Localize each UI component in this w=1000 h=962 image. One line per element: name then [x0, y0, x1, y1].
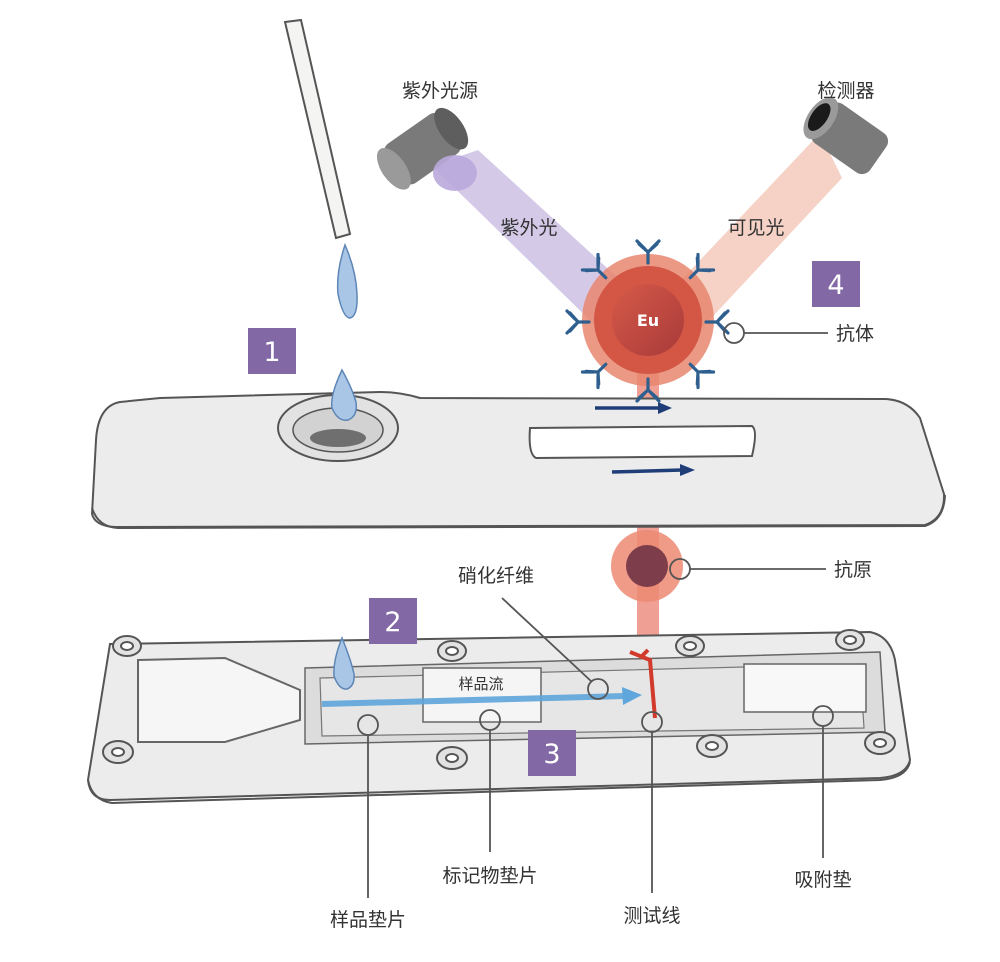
- cassette-top: [90, 368, 946, 530]
- detector-device: [803, 97, 889, 175]
- svg-text:1: 1: [263, 337, 280, 368]
- antigen-label: 抗原: [834, 559, 872, 581]
- absorbent-pad: [743, 663, 867, 713]
- antigen: [611, 530, 683, 602]
- step-badge-3: 3: [528, 730, 576, 776]
- leader-lines: [357, 322, 834, 898]
- detector-label: 检测器: [817, 80, 874, 102]
- visible-light-label: 可见光: [727, 217, 784, 239]
- step-badge-4: 4: [812, 261, 860, 307]
- uv-light-beam: [432, 150, 640, 330]
- eu-label: Eu: [637, 311, 659, 330]
- svg-text:3: 3: [543, 739, 560, 770]
- sample-pad-label: 样品垫片: [330, 909, 406, 931]
- svg-text:4: 4: [827, 270, 844, 301]
- test-line-label: 测试线: [623, 905, 680, 927]
- uv-source-label: 紫外光源: [402, 80, 478, 102]
- step-badge-1: 1: [248, 328, 296, 374]
- uv-source-lamp: [376, 107, 477, 191]
- step-badge-2: 2: [369, 598, 417, 644]
- sample-flow-label: 样品流: [458, 675, 503, 693]
- absorbent-pad-label: 吸附垫: [794, 869, 851, 891]
- pipette: [283, 18, 358, 319]
- uv-light-label: 紫外光: [500, 217, 557, 239]
- visible-light-beam: [670, 133, 842, 328]
- svg-text:2: 2: [384, 607, 401, 638]
- conjugate-pad-label: 标记物垫片: [442, 865, 537, 887]
- eu-nanoparticle: Eu: [582, 254, 714, 386]
- antibody-label: 抗体: [836, 323, 874, 345]
- nitrocellulose-label: 硝化纤维: [458, 565, 534, 587]
- sample-flow-arrow: [321, 693, 626, 707]
